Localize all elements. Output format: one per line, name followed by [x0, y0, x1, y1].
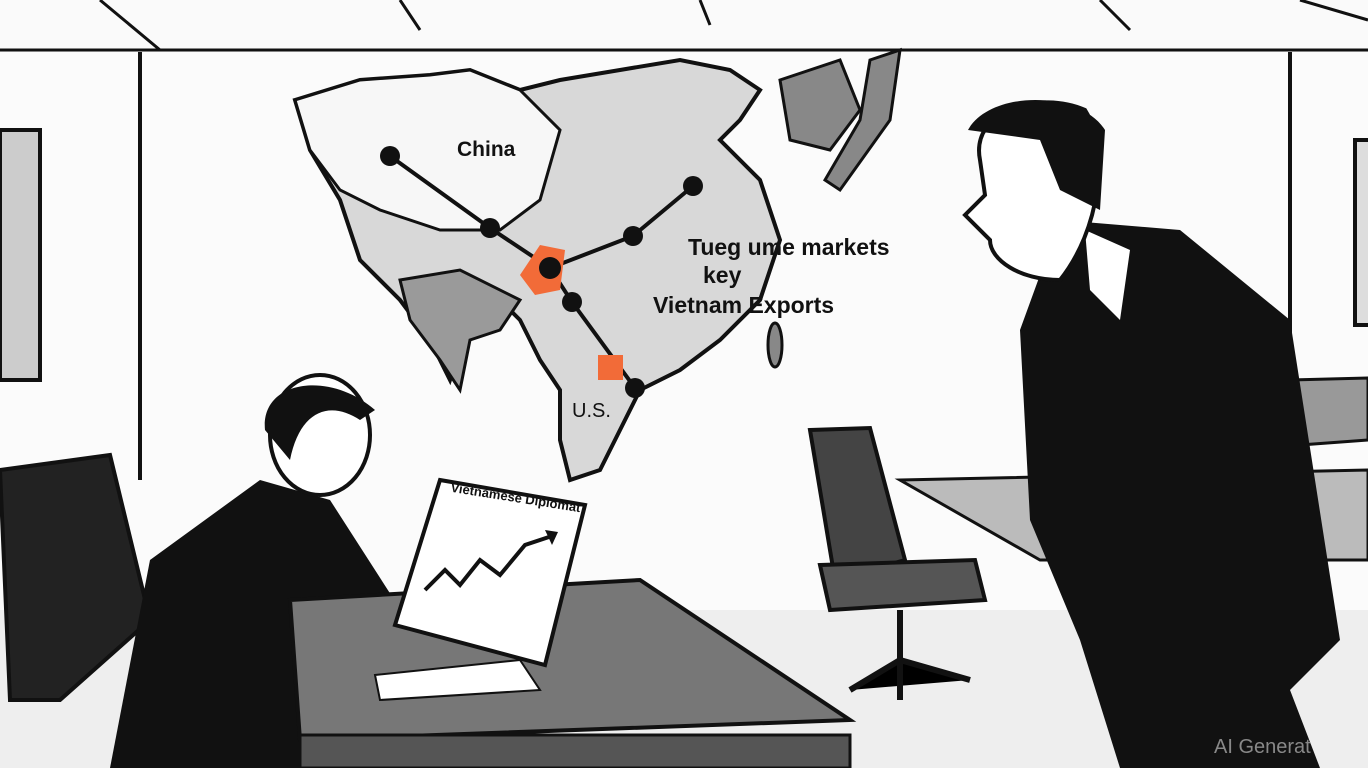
- route-hub: [539, 257, 561, 279]
- wall-picture-frame: [0, 128, 42, 382]
- desk-chair: [0, 452, 153, 702]
- western-china-region: [293, 68, 562, 232]
- map-label-exports: Vietnam Exports: [653, 292, 835, 318]
- asia-map: [292, 47, 902, 483]
- chart-sheet: [392, 477, 588, 668]
- desk-paper: [373, 658, 542, 702]
- wall-picture-frame-right: [1353, 138, 1368, 327]
- ceiling: [0, 0, 1368, 50]
- route-node: [623, 226, 643, 246]
- map-label-china: China: [457, 138, 516, 161]
- india-region: [398, 268, 523, 394]
- japan-region: [822, 47, 902, 193]
- chart-trend-line: [423, 533, 556, 592]
- map-label-markets: Tueg ume markets: [688, 234, 890, 260]
- highlight-vietnam-south: [598, 355, 623, 380]
- map-label-us: U.S.: [572, 400, 611, 422]
- taiwan-island: [766, 321, 784, 369]
- empty-office-chair: [807, 425, 988, 700]
- standing-man: [962, 100, 1340, 768]
- route-node: [625, 378, 645, 398]
- watermark: AI Generat: [1214, 736, 1311, 758]
- route-node: [380, 146, 400, 166]
- trend-arrow-icon: [545, 530, 558, 545]
- route-node: [480, 218, 500, 238]
- route-node: [683, 176, 703, 196]
- korea-region: [778, 58, 862, 152]
- route-node: [562, 292, 582, 312]
- map-label-key: key: [703, 262, 742, 288]
